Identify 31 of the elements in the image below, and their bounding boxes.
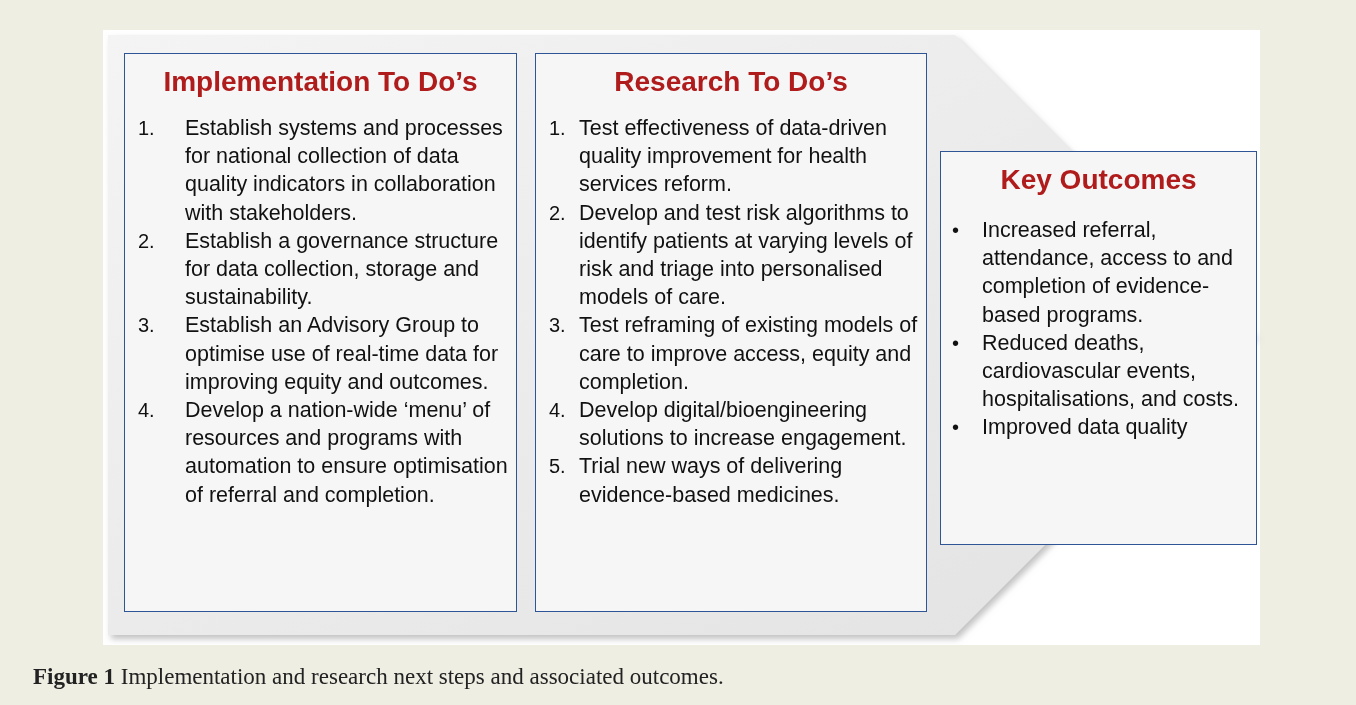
- list-item: Establish a governance structure for data collection, storage and sustainability.: [185, 227, 500, 312]
- list-item: Improved data quality: [982, 414, 1189, 442]
- text-panel: [535, 53, 927, 612]
- list-number: 1.: [549, 116, 566, 141]
- text-panel: [940, 151, 1257, 545]
- panel-heading: Research To Do’s: [613, 66, 849, 98]
- list-item: Establish an Advisory Group to optimise use of real-time data for improving equity and outcomes.: [185, 312, 500, 396]
- list-item: Develop and test risk algorithms to identify patients at varying levels of risk and triage into personalised models of care.: [579, 199, 914, 312]
- figure-caption: Figure 1 Implementation and research next steps and associated outcomes.: [33, 664, 724, 690]
- list-item: Test reframing of existing models of care to improve access, equity and completion.: [579, 312, 919, 396]
- list-item: Trial new ways of delivering evidence-based medicines.: [579, 453, 844, 509]
- bullet: •: [952, 330, 959, 356]
- list-item: Increased referral, attendance, access to and completion of evidence-based programs.: [982, 217, 1234, 329]
- list-item: Test effectiveness of data-driven quality improvement for health services reform.: [579, 115, 888, 199]
- text-panel: [124, 53, 517, 612]
- panel-heading: Implementation To Do’s: [162, 66, 479, 98]
- bullet: •: [952, 415, 959, 441]
- list-number: 5.: [549, 454, 566, 480]
- list-number: 2.: [138, 228, 155, 254]
- list-item: Develop digital/bioengineering solutions to increase engagement.: [579, 397, 908, 453]
- list-number: 4.: [138, 398, 155, 424]
- list-number: 2.: [549, 200, 566, 226]
- list-item: Establish systems and processes for national collection of data quality indicators in collaboration with stakeholders.: [185, 115, 504, 227]
- list-number: 3.: [138, 313, 155, 339]
- list-number: 3.: [549, 313, 566, 339]
- panel-heading: Key Outcomes: [999, 164, 1198, 196]
- bullet: •: [952, 218, 959, 243]
- list-item: Reduced deaths, cardiovascular events, hospitalisations, and costs.: [982, 329, 1240, 414]
- list-number: 4.: [549, 398, 566, 424]
- list-item: Develop a nation-wide ‘menu’ of resources and programs with automation to ensure optimisation of referral and completion.: [185, 397, 509, 509]
- list-number: 1.: [138, 116, 155, 141]
